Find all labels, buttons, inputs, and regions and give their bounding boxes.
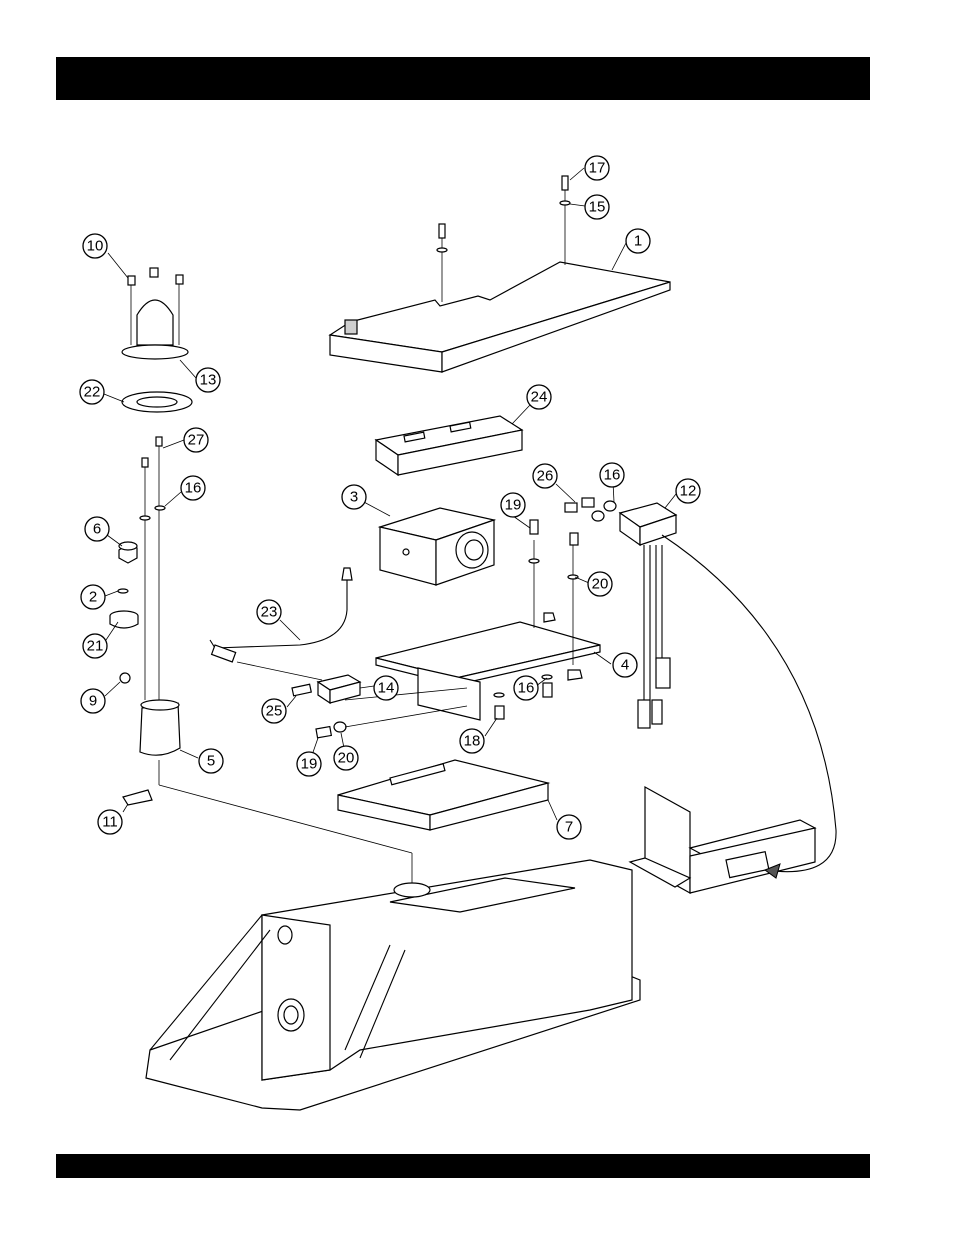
callout-18: 18 <box>460 729 484 753</box>
callout-9: 9 <box>81 689 105 713</box>
callout-16b: 16 <box>600 463 624 487</box>
callout-26: 26 <box>533 464 557 488</box>
callout-label: 16 <box>604 467 621 484</box>
callout-label: 7 <box>565 819 573 836</box>
callout-15: 15 <box>585 195 609 219</box>
callout-12: 12 <box>676 479 700 503</box>
callout-label: 22 <box>84 384 101 401</box>
callout-13: 13 <box>196 368 220 392</box>
callout-label: 19 <box>301 756 318 773</box>
cover-plate <box>330 176 670 372</box>
callout-label: 17 <box>589 160 606 177</box>
callout-label: 24 <box>531 389 548 406</box>
callout-23: 23 <box>257 600 281 624</box>
callout-label: 14 <box>378 680 395 697</box>
connector-harness <box>565 498 676 728</box>
callout-14: 14 <box>374 676 398 700</box>
callout-label: 1 <box>634 233 642 250</box>
callout-17: 17 <box>585 156 609 180</box>
callout-label: 9 <box>89 693 97 710</box>
callout-label: 6 <box>93 521 101 538</box>
callout-label: 20 <box>338 750 355 767</box>
top-pad <box>376 416 522 475</box>
callout-4: 4 <box>613 653 637 677</box>
callout-label: 21 <box>87 638 104 655</box>
callout-label: 20 <box>592 576 609 593</box>
callout-20a: 20 <box>588 572 612 596</box>
callout-3: 3 <box>342 485 366 509</box>
callout-16a: 16 <box>181 476 205 500</box>
callout-11: 11 <box>98 810 122 834</box>
callout-10: 10 <box>83 234 107 258</box>
callout-label: 16 <box>518 680 535 697</box>
callout-label: 13 <box>200 372 217 389</box>
callout-1: 1 <box>626 229 650 253</box>
callout-label: 12 <box>680 483 697 500</box>
callout-label: 4 <box>621 657 629 674</box>
callout-19a: 19 <box>501 493 525 517</box>
control-box <box>380 508 494 585</box>
callout-label: 27 <box>188 432 205 449</box>
post-assembly <box>110 437 412 885</box>
frame-chassis <box>146 860 640 1110</box>
callout-6: 6 <box>85 517 109 541</box>
callout-25: 25 <box>262 699 286 723</box>
callout-label: 15 <box>589 199 606 216</box>
callout-label: 16 <box>185 480 202 497</box>
base-pad <box>338 760 548 830</box>
callout-label: 3 <box>350 489 358 506</box>
callout-label: 5 <box>207 753 215 770</box>
callout-7: 7 <box>557 815 581 839</box>
callout-5: 5 <box>199 749 223 773</box>
callout-label: 18 <box>464 733 481 750</box>
callout-label: 10 <box>87 238 104 255</box>
callout-19b: 19 <box>297 752 321 776</box>
callout-label: 2 <box>89 589 97 606</box>
sensor-cable <box>210 568 352 680</box>
callout-16c: 16 <box>514 676 538 700</box>
callout-22: 22 <box>80 380 104 404</box>
callout-24: 24 <box>527 385 551 409</box>
callout-2: 2 <box>81 585 105 609</box>
callout-20b: 20 <box>334 746 358 770</box>
callout-label: 26 <box>537 468 554 485</box>
gasket <box>122 392 192 412</box>
callout-label: 23 <box>261 604 278 621</box>
cap-assembly <box>122 268 188 359</box>
callout-label: 19 <box>505 497 522 514</box>
callout-label: 25 <box>266 703 283 720</box>
callout-21: 21 <box>83 634 107 658</box>
callout-label: 11 <box>102 814 118 831</box>
callout-27: 27 <box>184 428 208 452</box>
